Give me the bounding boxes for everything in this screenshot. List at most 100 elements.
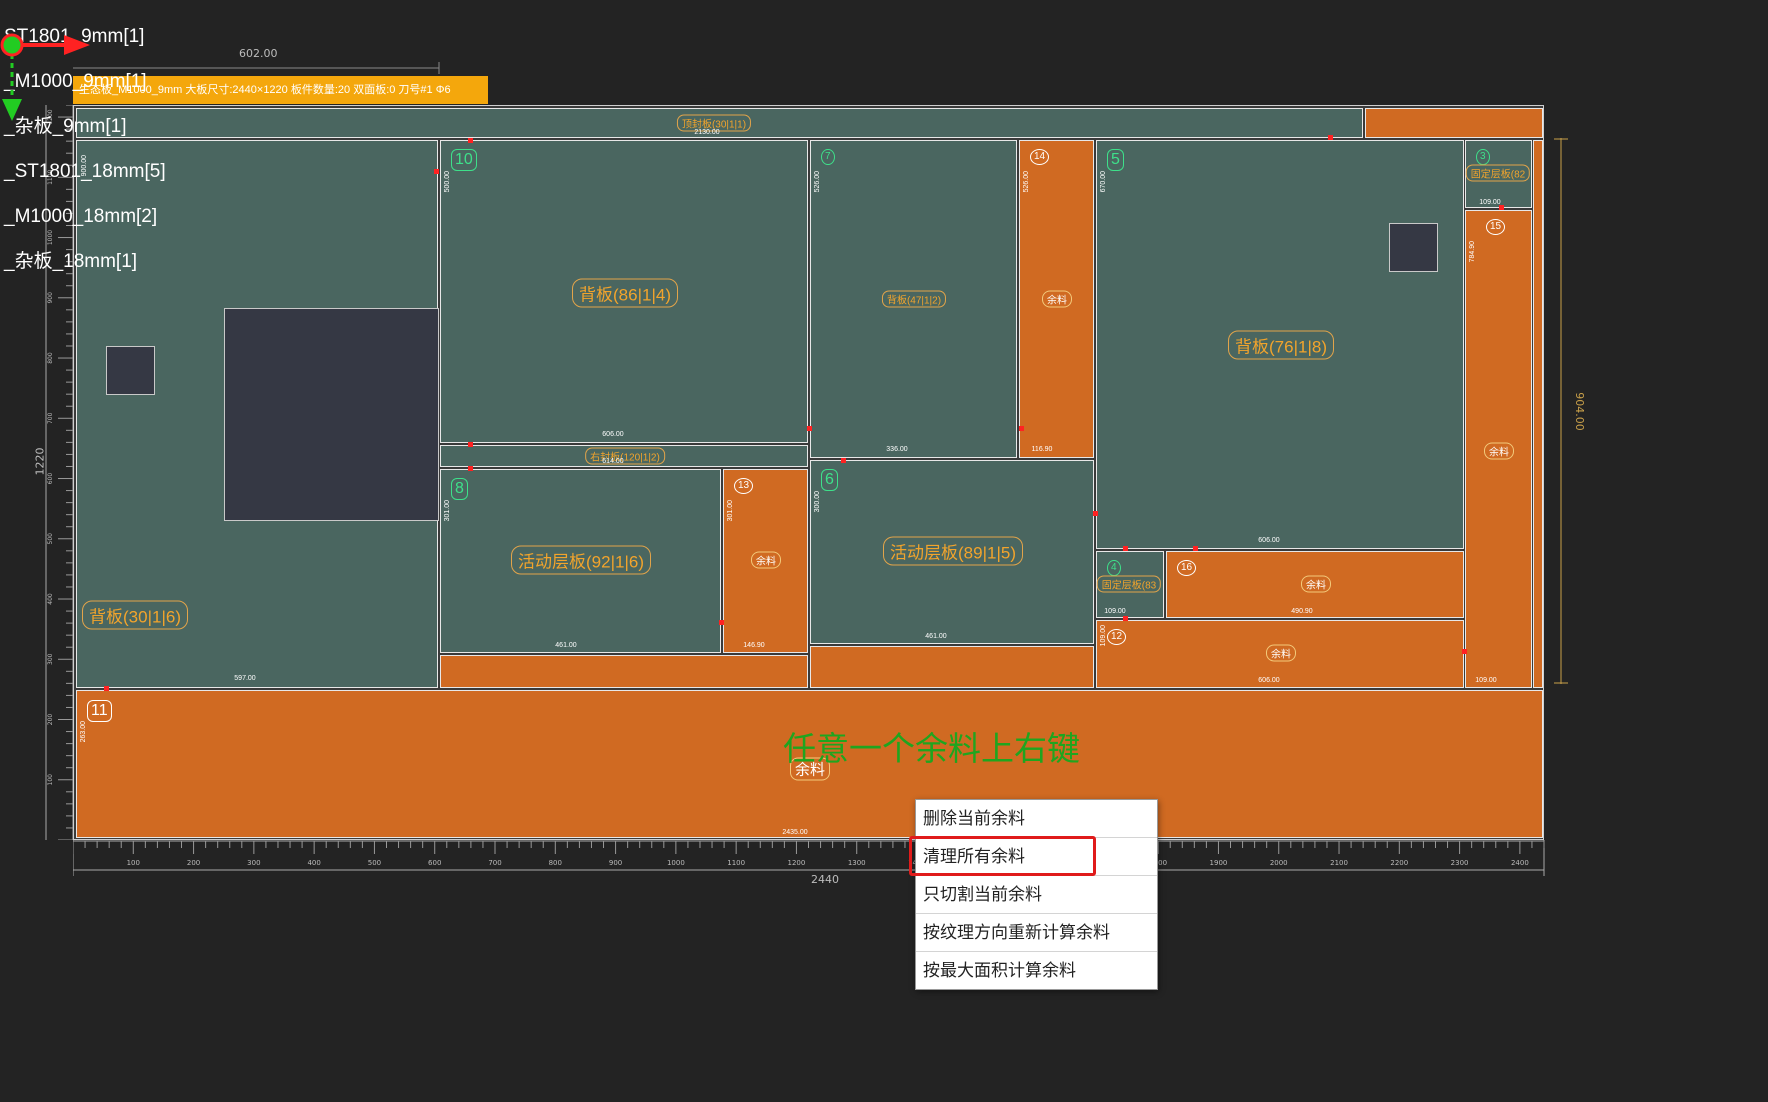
remnant-label: 余料 xyxy=(1484,442,1514,460)
part-label: 活动层板(92|1|6) xyxy=(511,545,651,575)
part-dimension-vertical: 500.00 xyxy=(444,171,451,193)
edge-marker xyxy=(719,620,724,625)
remnant-11[interactable]: 11 263.00 余料 2435.00 xyxy=(76,690,1543,838)
ruler-tick-label: 1000 xyxy=(47,230,54,245)
ruler-tick-label: 600 xyxy=(428,859,441,867)
ruler-tick-label: 1200 xyxy=(47,109,54,124)
remnant-strip-b[interactable] xyxy=(810,646,1094,688)
part-number: 12 xyxy=(1107,629,1127,645)
part-dimension: 109.00 xyxy=(1479,199,1501,206)
remnant-far-right[interactable] xyxy=(1533,140,1543,688)
edge-marker xyxy=(1499,205,1504,210)
part-dimension-vertical: 526.00 xyxy=(814,171,821,193)
part-fixed-shelf-83[interactable]: 4 固定层板(83 109.00 xyxy=(1096,551,1164,618)
part-dimension: 146.90 xyxy=(743,642,765,649)
ruler-tick-label: 1300 xyxy=(848,859,866,867)
remnant-14[interactable]: 14 526.00 余料 116.90 xyxy=(1019,140,1094,458)
menu-recalc-by-grain[interactable]: 按纹理方向重新计算余料 xyxy=(916,914,1157,952)
part-dimension: 336.00 xyxy=(886,446,908,453)
board-item-misc-18mm[interactable]: _杂板_18mm[1] xyxy=(4,251,138,272)
edge-marker xyxy=(807,426,812,431)
board-item-m1000-9mm[interactable]: _M1000_9mm[1] xyxy=(4,71,147,92)
edge-marker xyxy=(1193,546,1198,551)
ruler-tick-label: 700 xyxy=(488,859,501,867)
edge-marker xyxy=(468,466,473,471)
part-dimension: 606.00 xyxy=(602,431,624,438)
part-back-86[interactable]: 10 500.00 背板(86|1|4) 606.00 xyxy=(440,140,808,443)
ruler-tick-label: 800 xyxy=(549,859,562,867)
part-fixed-shelf-82[interactable]: 3 固定层板(82 109.00 xyxy=(1465,140,1532,208)
ruler-tick-label: 300 xyxy=(247,859,260,867)
part-top-seal[interactable]: 顶封板(30|1|1) 2130.00 xyxy=(76,108,1363,138)
part-back-47[interactable]: 7 526.00 背板(47|1|2) 336.00 xyxy=(810,140,1017,458)
part-dimension: 606.00 xyxy=(1258,677,1280,684)
edge-marker xyxy=(1093,511,1098,516)
right-dimension-line xyxy=(1554,138,1568,684)
part-number: 3 xyxy=(1476,149,1490,165)
remnant-16[interactable]: 16 余料 490.90 xyxy=(1166,551,1464,618)
ruler-tick-label: 900 xyxy=(47,292,54,304)
board-item-m1000-18mm[interactable]: _M1000_18mm[2] xyxy=(4,206,158,227)
part-dimension-vertical: 670.00 xyxy=(1100,171,1107,193)
edge-marker xyxy=(434,169,439,174)
part-dimension-vertical: 300.00 xyxy=(814,491,821,513)
part-dimension: 109.00 xyxy=(1104,608,1126,615)
board-item-st1801-9mm[interactable]: ST1801_9mm[1] xyxy=(4,26,145,47)
ruler-tick-label: 600 xyxy=(47,473,54,485)
part-dimension: 2130.00 xyxy=(694,129,720,136)
part-number: 5 xyxy=(1107,149,1124,171)
cutout-square xyxy=(106,346,155,395)
ruler-tick-label: 800 xyxy=(47,352,54,364)
menu-cut-current-remnant-only[interactable]: 只切割当前余料 xyxy=(916,876,1157,914)
part-right-seal[interactable]: 右封板(120|1|2) 614.00 xyxy=(440,445,808,467)
ruler-tick-label: 100 xyxy=(47,774,54,786)
ruler-tick-label: 400 xyxy=(47,593,54,605)
remnant-top-right[interactable] xyxy=(1365,108,1543,138)
part-dimension: 461.00 xyxy=(925,633,947,640)
part-shelf-89[interactable]: 6 300.00 活动层板(89|1|5) 461.00 xyxy=(810,460,1094,644)
part-dimension: 116.90 xyxy=(1031,446,1053,453)
ruler-tick-label: 500 xyxy=(368,859,381,867)
sheet-canvas[interactable]: 顶封板(30|1|1) 2130.00 900.00 背板(30|1|6) 59… xyxy=(73,105,1544,840)
ruler-tick-label: 900 xyxy=(609,859,622,867)
part-dimension-vertical: 109.00 xyxy=(1100,625,1107,647)
origin-axes-icon xyxy=(0,33,90,121)
board-item-st1801-18mm[interactable]: _ST1801_18mm[5] xyxy=(4,161,166,182)
part-label: 背板(47|1|2) xyxy=(881,290,947,308)
board-list: ST1801_9mm[1] _M1000_9mm[1] _杂板_9mm[1] _… xyxy=(0,14,166,284)
part-dimension-vertical: 301.00 xyxy=(727,500,734,522)
part-number: 13 xyxy=(734,478,754,494)
cutout-square-right xyxy=(1389,223,1438,272)
remnant-label: 余料 xyxy=(1042,290,1072,308)
remnant-strip-a[interactable] xyxy=(440,655,808,688)
edge-marker xyxy=(1462,649,1467,654)
menu-calc-max-area[interactable]: 按最大面积计算余料 xyxy=(923,961,1076,980)
ruler-tick-label: 2400 xyxy=(1511,859,1529,867)
part-number: 7 xyxy=(821,149,835,165)
top-width-dimension: 602.00 xyxy=(239,47,278,60)
remnant-15[interactable]: 15 784.90 余料 109.00 xyxy=(1465,210,1532,688)
part-dimension-vertical: 526.00 xyxy=(1023,171,1030,193)
ruler-tick-label: 700 xyxy=(47,412,54,424)
part-back-76[interactable]: 5 670.00 背板(76|1|8) 606.00 xyxy=(1096,140,1464,549)
part-label: 背板(86|1|4) xyxy=(572,278,678,308)
part-number: 14 xyxy=(1030,149,1050,165)
remnant-12[interactable]: 12 109.00 余料 606.00 xyxy=(1096,620,1464,688)
ruler-tick-label: 2200 xyxy=(1390,859,1408,867)
top-dimension-line xyxy=(73,62,440,74)
board-item-misc-9mm[interactable]: _杂板_9mm[1] xyxy=(4,116,127,137)
ruler-tick-label: 2300 xyxy=(1451,859,1469,867)
part-dimension: 597.00 xyxy=(234,675,256,682)
part-dimension: 606.00 xyxy=(1258,537,1280,544)
part-shelf-92[interactable]: 8 301.00 活动层板(92|1|6) 461.00 xyxy=(440,469,721,653)
ruler-tick-label: 1200 xyxy=(788,859,806,867)
remnant-13[interactable]: 13 301.00 余料 146.90 xyxy=(723,469,808,653)
part-number: 10 xyxy=(451,149,477,171)
part-label: 固定层板(83 xyxy=(1096,575,1162,593)
ruler-tick-label: 300 xyxy=(47,653,54,665)
edge-marker xyxy=(468,138,473,143)
ruler-tick-label: 1000 xyxy=(667,859,685,867)
menu-delete-current-remnant[interactable]: 删除当前余料 xyxy=(916,800,1157,838)
